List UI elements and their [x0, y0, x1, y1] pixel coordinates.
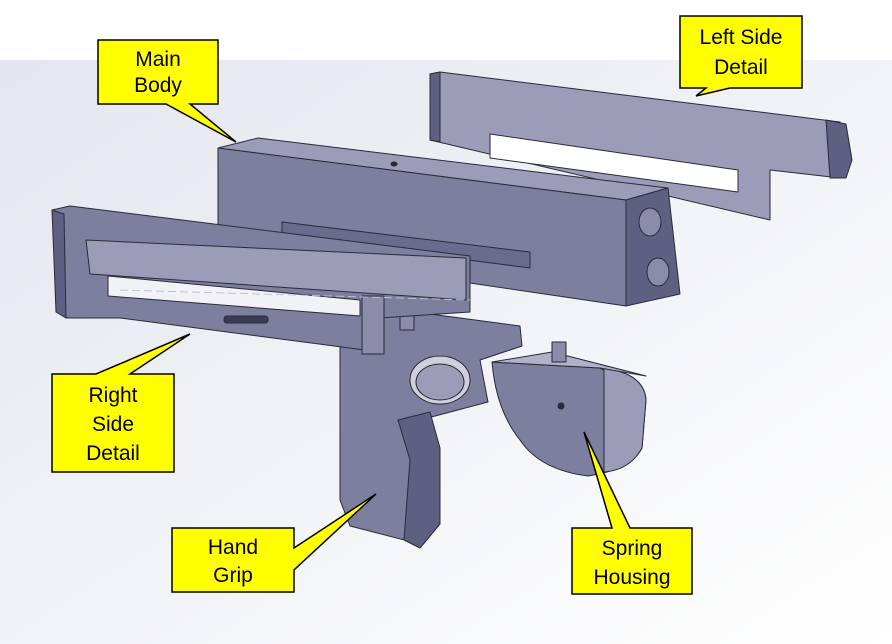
callout-left-side-detail-line2: Detail	[714, 56, 768, 79]
main-body-part	[217, 137, 681, 307]
callout-right-side-detail-line3: Detail	[86, 442, 140, 465]
callout-right-side-detail-line1: Right	[88, 384, 137, 407]
spring-housing-part	[491, 341, 647, 477]
callout-main-body: Main Body	[97, 39, 237, 143]
callout-spring-housing-line2: Housing	[593, 566, 670, 589]
left-side-detail-part	[429, 71, 853, 221]
callout-spring-housing-line1: Spring	[602, 537, 663, 560]
callout-right-side-detail-line2: Side	[92, 413, 134, 436]
hand-grip-part	[339, 305, 523, 549]
callout-main-body-line2: Body	[134, 74, 182, 97]
callout-hand-grip-line2: Grip	[213, 564, 253, 587]
callout-hand-grip-line1: Hand	[208, 536, 258, 559]
callout-left-side-detail-line1: Left Side	[700, 26, 783, 49]
callout-right-side-detail: Right Side Detail	[51, 333, 191, 473]
callout-hand-grip: Hand Grip	[171, 493, 377, 593]
callout-main-body-line1: Main	[135, 48, 181, 71]
callout-left-side-detail: Left Side Detail	[679, 15, 803, 97]
right-side-detail-part	[51, 205, 471, 355]
callout-spring-housing: Spring Housing	[571, 431, 693, 595]
